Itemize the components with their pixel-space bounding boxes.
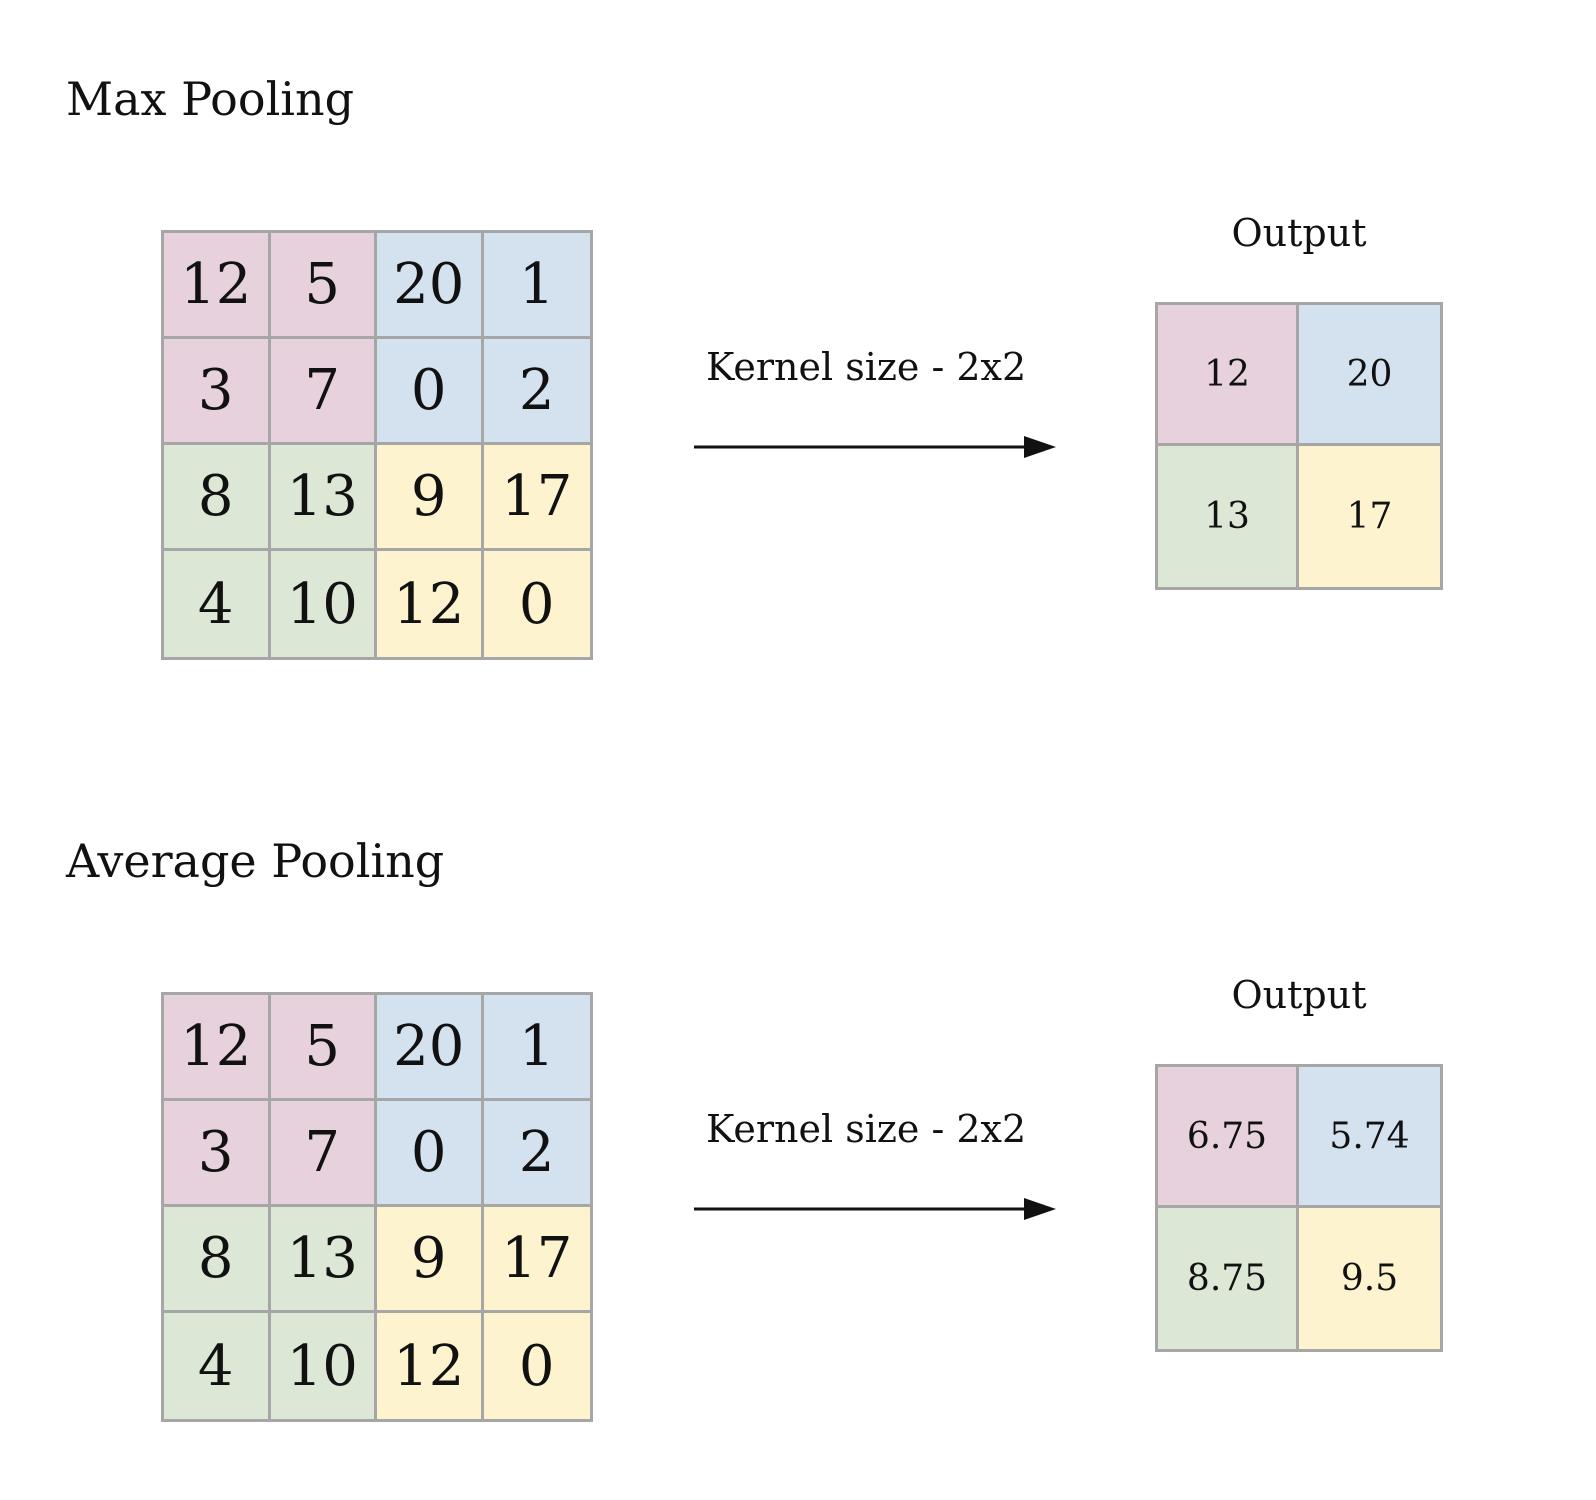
average-pooling-output-grid: 6.75 5.74 8.75 9.5 (1155, 1064, 1443, 1352)
output-cell: 5.74 (1299, 1067, 1440, 1208)
input-cell: 3 (164, 339, 271, 445)
input-cell: 4 (164, 551, 271, 657)
output-cell: 8.75 (1158, 1208, 1299, 1349)
output-cell: 12 (1158, 305, 1299, 446)
input-cell: 0 (483, 1313, 590, 1419)
average-pooling-output-label: Output (1231, 973, 1367, 1017)
input-cell: 2 (483, 339, 590, 445)
max-pooling-title: Max Pooling (66, 72, 355, 126)
input-cell: 2 (483, 1101, 590, 1207)
input-cell: 0 (377, 339, 484, 445)
output-cell: 13 (1158, 446, 1299, 587)
input-cell: 10 (270, 1313, 377, 1419)
max-pooling-input-grid: 12 5 20 1 3 7 0 2 8 13 9 17 4 10 12 0 (161, 230, 593, 660)
input-cell: 12 (164, 995, 271, 1101)
input-cell: 8 (164, 1207, 271, 1313)
input-cell: 5 (270, 995, 377, 1101)
input-cell: 20 (377, 995, 484, 1101)
output-cell: 9.5 (1299, 1208, 1440, 1349)
input-cell: 1 (483, 233, 590, 339)
input-cell: 1 (483, 995, 590, 1101)
input-cell: 13 (270, 1207, 377, 1313)
input-cell: 9 (377, 1207, 484, 1313)
max-pooling-kernel-label: Kernel size - 2x2 (706, 345, 1027, 389)
input-cell: 12 (164, 233, 271, 339)
input-cell: 7 (270, 1101, 377, 1207)
input-cell: 9 (377, 445, 484, 551)
input-cell: 12 (377, 1313, 484, 1419)
input-cell: 0 (377, 1101, 484, 1207)
average-pooling-kernel-label: Kernel size - 2x2 (706, 1107, 1027, 1151)
max-pooling-arrow (694, 436, 1056, 458)
input-cell: 12 (377, 551, 484, 657)
input-cell: 7 (270, 339, 377, 445)
input-cell: 3 (164, 1101, 271, 1207)
input-cell: 20 (377, 233, 484, 339)
max-pooling-output-label: Output (1231, 211, 1367, 255)
input-cell: 4 (164, 1313, 271, 1419)
average-pooling-input-grid: 12 5 20 1 3 7 0 2 8 13 9 17 4 10 12 0 (161, 992, 593, 1422)
input-cell: 8 (164, 445, 271, 551)
output-cell: 20 (1299, 305, 1440, 446)
input-cell: 17 (483, 445, 590, 551)
input-cell: 0 (483, 551, 590, 657)
average-pooling-arrow (694, 1198, 1056, 1220)
average-pooling-title: Average Pooling (66, 834, 445, 888)
input-cell: 17 (483, 1207, 590, 1313)
input-cell: 10 (270, 551, 377, 657)
output-cell: 6.75 (1158, 1067, 1299, 1208)
max-pooling-output-grid: 12 20 13 17 (1155, 302, 1443, 590)
input-cell: 13 (270, 445, 377, 551)
input-cell: 5 (270, 233, 377, 339)
output-cell: 17 (1299, 446, 1440, 587)
